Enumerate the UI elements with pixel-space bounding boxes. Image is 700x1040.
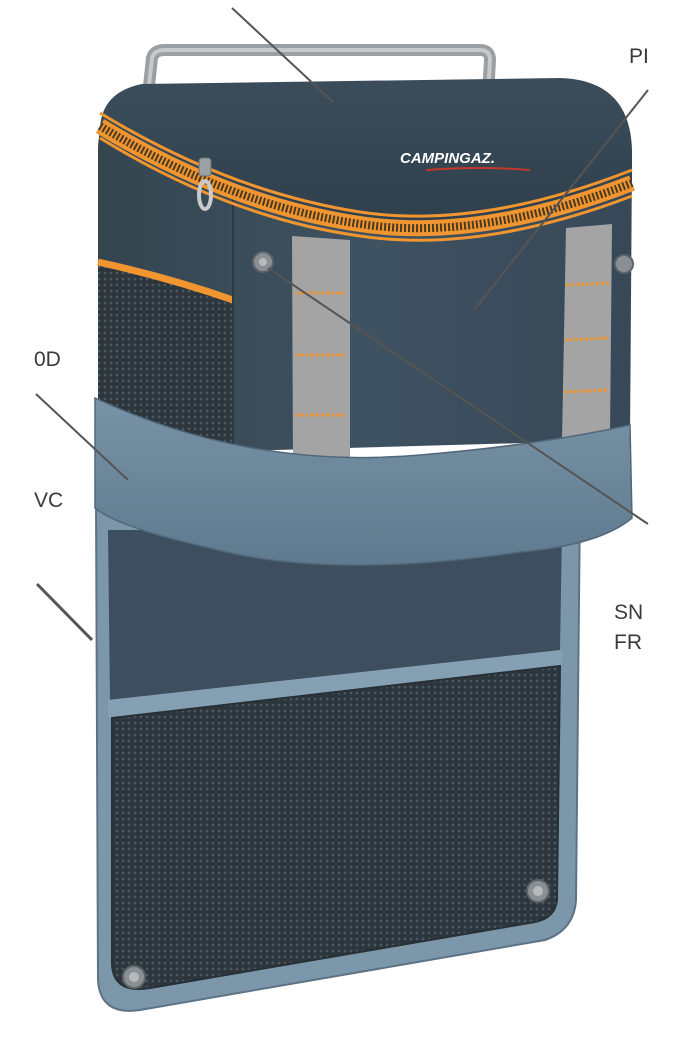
snap-button-body-left (252, 251, 274, 273)
webbing-strap-left (292, 236, 350, 462)
leader-lines (35, 7, 649, 642)
callout-left-upper: 0D (34, 348, 61, 371)
leader-line-snap (267, 267, 649, 525)
leader-line-lid (231, 7, 334, 103)
snap-button-bottom-left (122, 965, 146, 989)
callout-right-lower-2: FR (614, 631, 642, 654)
svg-text:CAMPINGAZ.: CAMPINGAZ. (400, 150, 495, 167)
zipper-pull (197, 157, 213, 211)
callout-right-lower-1: SN (614, 601, 644, 624)
lid-zipper (95, 111, 635, 242)
front-strap-band (94, 396, 633, 566)
carry-handle (142, 44, 496, 96)
leader-line-top-right (473, 89, 649, 311)
leader-line-left-lower (35, 582, 94, 642)
leader-line-left-upper (35, 393, 129, 481)
snap-button-bottom-right (526, 879, 550, 903)
callout-top-right: PI (629, 45, 649, 68)
lower-mesh-pocket (111, 664, 562, 990)
snap-button-body-right (614, 254, 634, 274)
brand-logo: CAMPINGAZ. (400, 150, 531, 171)
side-mesh-pocket (97, 198, 235, 455)
webbing-strap-right (562, 224, 612, 440)
callout-left-middle: VC (34, 489, 64, 512)
